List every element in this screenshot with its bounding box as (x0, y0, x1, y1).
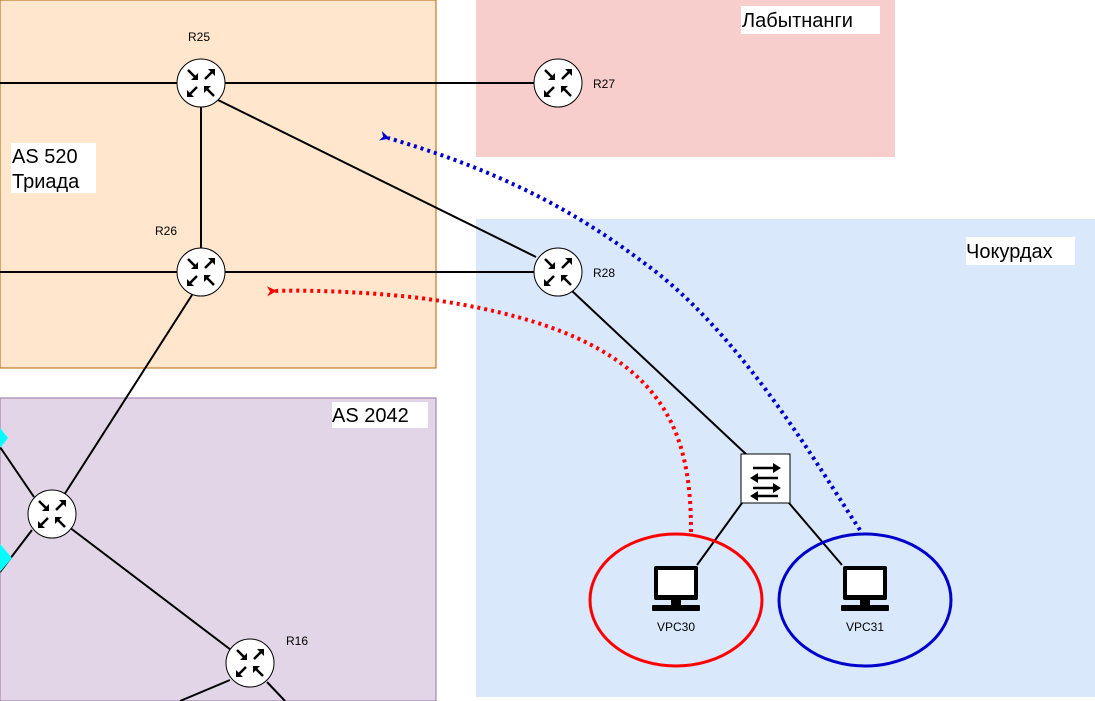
link-r26-router (63, 294, 193, 496)
zone-label-as520-line1: AS 520 (12, 146, 78, 168)
link-r16-down (266, 681, 286, 701)
switch[interactable] (740, 453, 791, 504)
pc-label-vpc30: VPC30 (657, 620, 695, 634)
zone-label-as520-line2: Триада (12, 171, 80, 193)
link-r25-r28 (217, 99, 537, 258)
link-switch-vpc30 (696, 502, 743, 566)
zone-label-chokurdakh: Чокурдах (966, 241, 1053, 263)
router-icon (175, 246, 227, 298)
router-icon (175, 57, 227, 109)
link-router-r16 (68, 526, 232, 651)
vpc30-ring (588, 532, 764, 668)
path-vpc31-to-as520 (378, 130, 862, 532)
link-r28-switch (570, 289, 749, 457)
path-vpc30-to-r26 (266, 286, 693, 533)
router-icon (532, 246, 584, 298)
cyan-node-lower (0, 544, 12, 572)
link-switch-vpc31 (788, 502, 843, 566)
links (0, 82, 843, 701)
router-icon (532, 57, 584, 109)
zone-as2042 (0, 397, 437, 701)
router-label-r28: R28 (593, 266, 615, 280)
cyan-node-upper (0, 428, 8, 448)
router-r25[interactable] (175, 57, 227, 109)
router-icon (26, 488, 78, 540)
link-r16-downleft (179, 679, 231, 701)
router-r28[interactable] (532, 246, 584, 298)
link-router-upper (0, 446, 35, 498)
router-r27[interactable] (532, 57, 584, 109)
router-label-r16: R16 (286, 634, 308, 648)
router-label-r26: R26 (155, 224, 177, 238)
router-r16[interactable] (224, 637, 276, 689)
pc-label-vpc31: VPC31 (846, 620, 884, 634)
zone-label-labytnangi: Лабытнанги (742, 10, 853, 32)
router-unlabeled[interactable] (26, 488, 78, 540)
router-label-r25: R25 (188, 30, 210, 44)
zone-label-as2042: AS 2042 (332, 405, 409, 427)
vpc31-ring (777, 532, 953, 668)
router-icon (224, 637, 276, 689)
router-r26[interactable] (175, 246, 227, 298)
router-label-r27: R27 (593, 77, 615, 91)
